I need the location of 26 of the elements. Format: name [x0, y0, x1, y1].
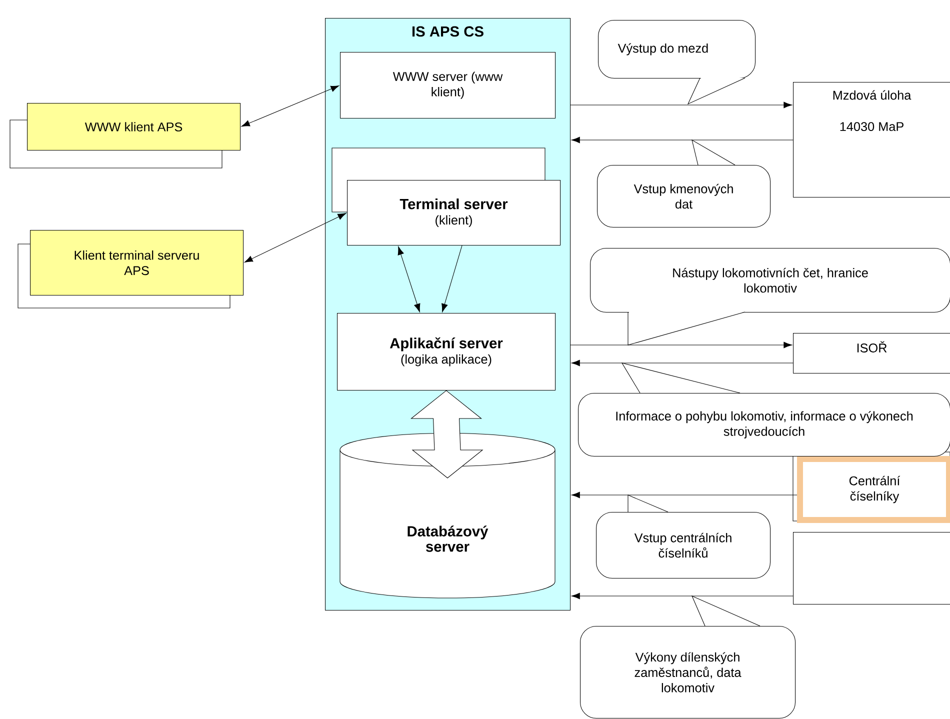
server-box: Aplikační server (logika aplikace) [337, 313, 556, 391]
database-cylinder: Databázový server [340, 433, 556, 598]
arrow [571, 360, 794, 366]
system-box [793, 532, 950, 605]
arrow [571, 492, 798, 498]
arrow [571, 592, 794, 600]
arrow [241, 85, 340, 127]
arrow [244, 213, 346, 263]
arrow [442, 245, 462, 312]
speech-bubble: Informace o pohybu lokomotiv, informace o výkonech strojvedoucích [578, 362, 950, 457]
server-box: Terminal server (klient) [332, 148, 561, 246]
speech-bubble: Výkony dílenských zaměstnanců, data lokomotiv [580, 595, 796, 719]
client-box: WWW klient APS [10, 103, 241, 168]
system-box: Mzdová úloha 14030 MaP [793, 82, 950, 198]
speech-bubble: Vstup kmenových dat [597, 139, 771, 228]
system-box: ISOŘ [793, 333, 950, 374]
system-box: Centrální číselníky [792, 452, 950, 523]
server-box: WWW server (www klient) [340, 52, 556, 119]
speech-bubble: Vstup centrálních číselníků [596, 494, 771, 579]
arrow [570, 102, 792, 108]
arrow [570, 342, 792, 348]
client-box: Klient terminal serveru APS [18, 230, 244, 308]
speech-bubble: Výstup do mezd [598, 20, 756, 105]
arrow [398, 246, 420, 312]
arrow [571, 136, 794, 144]
node-label: Informace o pohybu lokomotiv, informace o výkonech strojvedoucích [616, 411, 913, 438]
